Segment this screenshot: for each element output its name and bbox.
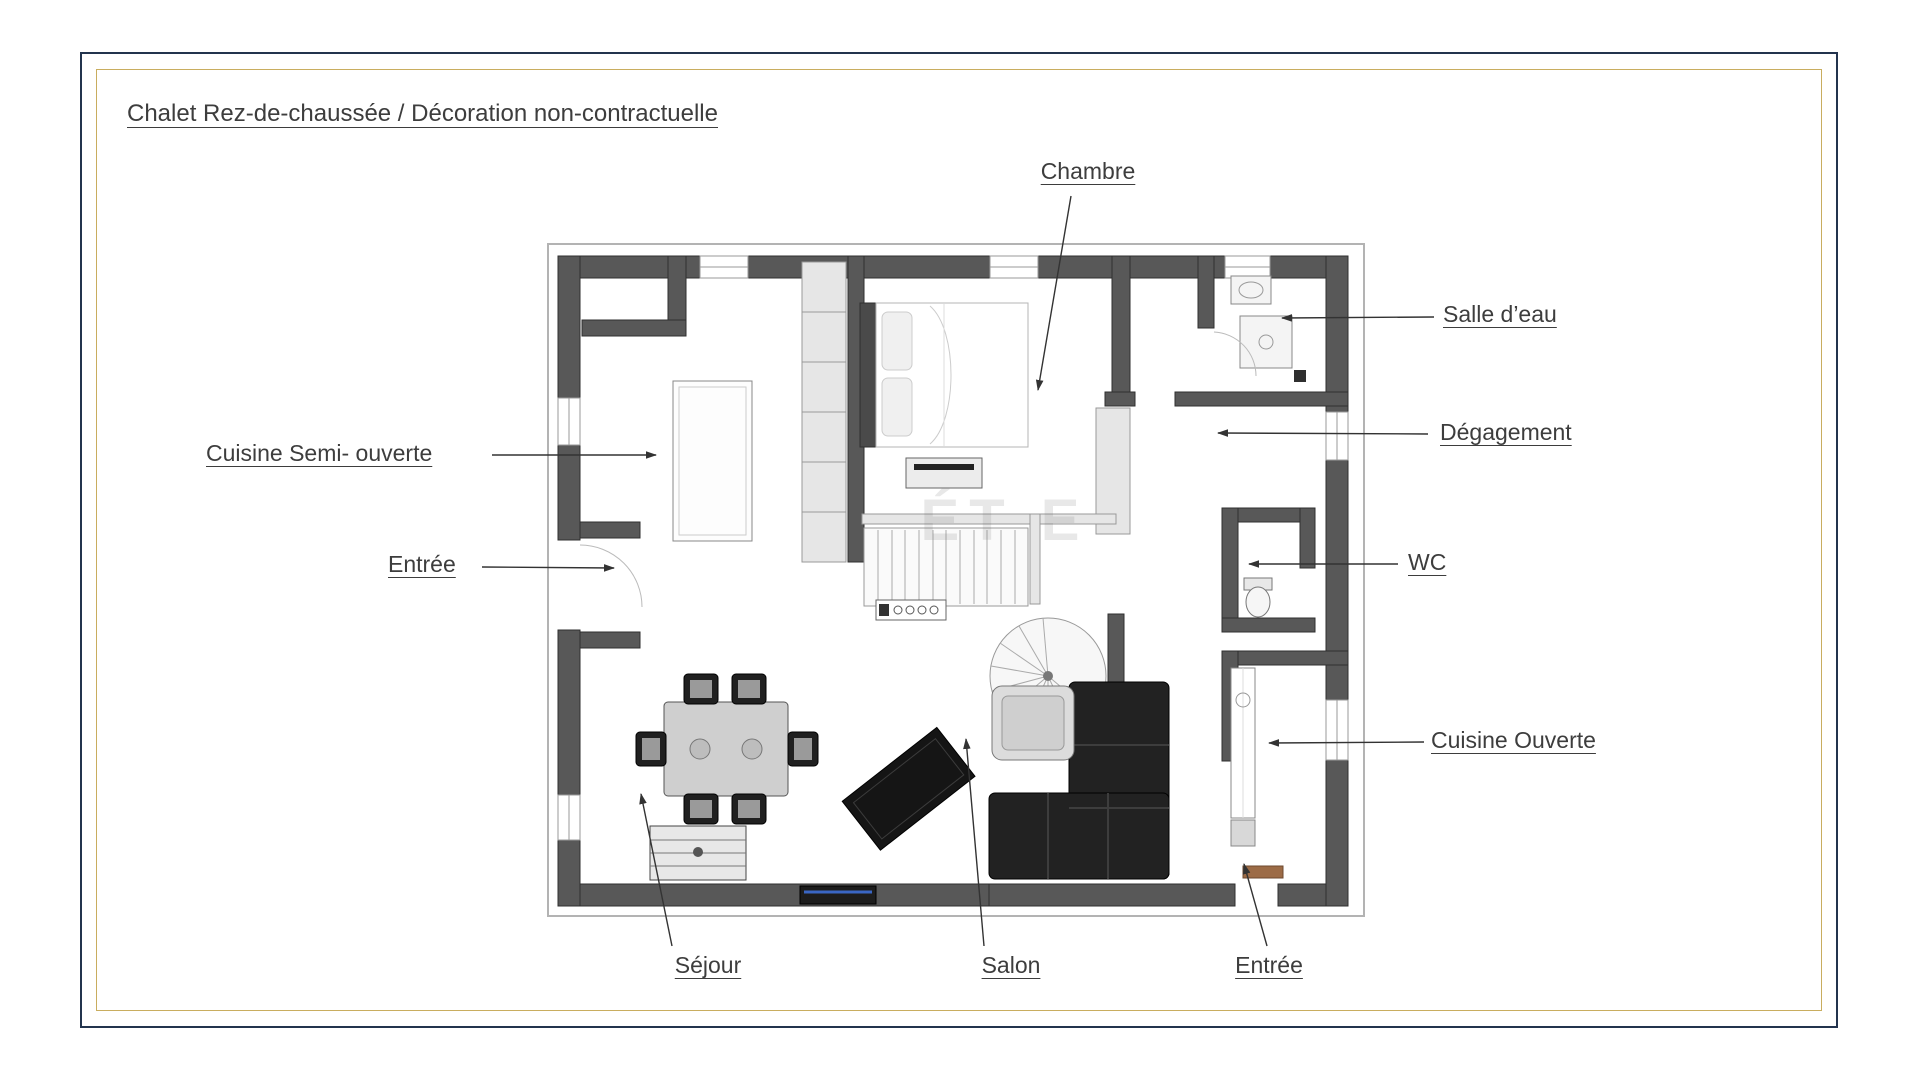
label-chambre: Chambre (1040, 158, 1136, 184)
label-salon: Salon (981, 952, 1041, 978)
half-walls-cabinets (801, 261, 1131, 605)
shower (1213, 315, 1306, 382)
callout-arrows (481, 195, 1435, 947)
page-title: Chalet Rez-de-chaussée / Décoration non-… (127, 100, 718, 127)
label-wc: WC (1408, 549, 1447, 575)
arrow-sejour (639, 793, 673, 947)
label-sejour: Séjour (674, 952, 742, 978)
sideboard (649, 825, 747, 881)
sofa (988, 681, 1170, 880)
arrow-salon (963, 738, 985, 947)
dining-table (663, 701, 789, 797)
inner-gold-frame (96, 69, 1822, 1011)
arrow-cuisine-ouverte (1268, 739, 1425, 747)
arrow-degagement (1217, 429, 1429, 437)
dining-set (635, 673, 819, 825)
staircase (863, 527, 1029, 607)
coffee-table (841, 726, 976, 851)
label-entree-gauche: Entrée (388, 551, 456, 577)
bed (859, 302, 1029, 489)
kitchen-island (672, 380, 753, 542)
tv (914, 464, 974, 470)
wardrobe (1095, 407, 1131, 535)
label-degagement: Dégagement (1440, 419, 1572, 445)
label-salle-deau: Salle d’eau (1443, 301, 1557, 327)
arrow-chambre (1035, 195, 1072, 391)
armchair (991, 685, 1075, 761)
bed-end-dresser (905, 457, 983, 489)
watermark-text: ÉT E (921, 488, 1090, 553)
arrow-entree-bas (1243, 863, 1268, 947)
label-cuisine-semi-ouverte: Cuisine Semi- ouverte (206, 440, 433, 466)
arrow-entree-gauche (481, 564, 615, 572)
windows (557, 255, 1349, 905)
open-kitchen-counter (1230, 667, 1256, 847)
washbasin (1230, 275, 1272, 305)
label-cuisine-ouverte: Cuisine Ouverte (1431, 727, 1596, 753)
cooktop (875, 599, 947, 621)
door-mat (1242, 865, 1284, 879)
arrow-salle-deau (1281, 314, 1435, 322)
label-entree-bas: Entrée (1235, 952, 1303, 978)
walls (557, 255, 1349, 907)
toilet (1243, 577, 1273, 618)
